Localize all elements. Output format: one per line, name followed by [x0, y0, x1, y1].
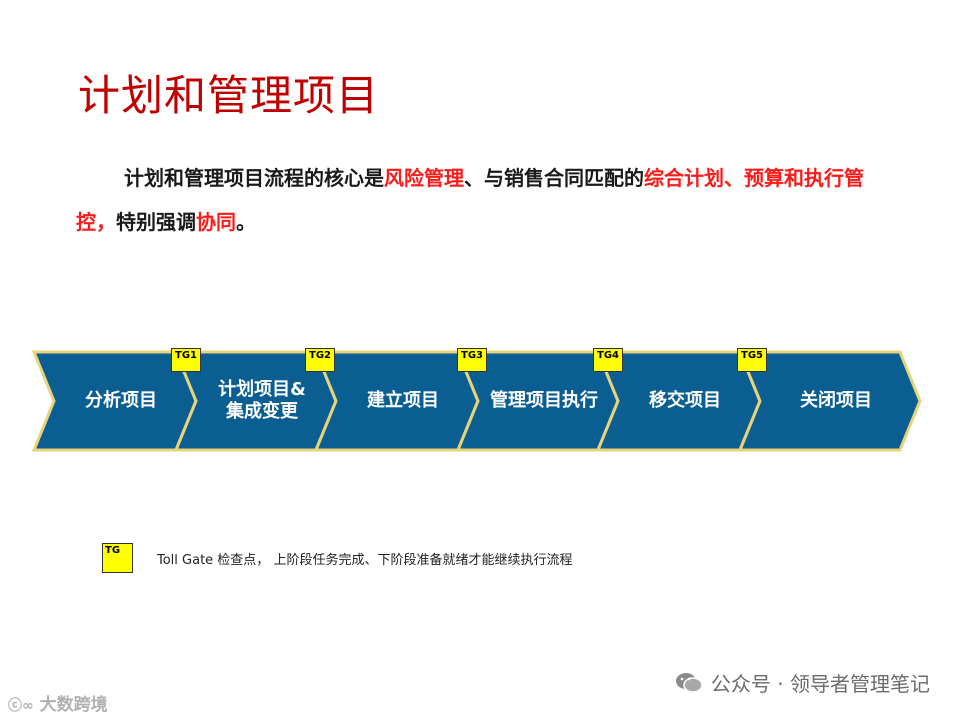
page-title: 计划和管理项目 — [78, 71, 380, 120]
legend-gate-box: TG — [102, 543, 133, 573]
highlight-collaboration: 协同 — [196, 210, 236, 234]
stage-label-6: 关闭项目 — [800, 390, 872, 411]
toll-gate-5: TG5 — [737, 348, 767, 372]
wechat-watermark: 公众号 · 领导者管理笔记 — [675, 668, 930, 697]
stage-label-5: 移交项目 — [649, 390, 721, 411]
highlight-risk-management: 风险管理 — [384, 166, 464, 190]
toll-gate-1: TG1 — [171, 348, 201, 372]
stage-chevron-6 — [737, 350, 922, 452]
toll-gate-2: TG2 — [305, 348, 335, 372]
stage-label-1: 分析项目 — [85, 390, 157, 411]
corner-watermark-text: 大数跨境 — [39, 695, 108, 715]
intro-paragraph: 计划和管理项目流程的核心是风险管理、与销售合同匹配的综合计划、预算和执行管控，特… — [76, 156, 896, 244]
corner-watermark: ⓒ∞ 大数跨境 — [8, 690, 108, 715]
highlight-integrated-plan: 综合计划、预算和执行管控， — [76, 166, 864, 234]
intro-text-2: 、与销售合同匹配的 — [464, 166, 644, 190]
intro-text-4: 。 — [236, 210, 256, 234]
stage-label-3: 建立项目 — [367, 390, 439, 411]
intro-text-1: 计划和管理项目流程的核心是 — [124, 166, 384, 190]
stage-label-4: 管理项目执行 — [490, 390, 598, 411]
intro-text-3: 特别强调 — [116, 210, 196, 234]
wechat-icon — [675, 672, 703, 693]
toll-gate-3: TG3 — [457, 348, 487, 372]
stage-label-2: 计划项目&集成变更 — [218, 379, 306, 422]
watermark-logo-icon: ⓒ∞ — [8, 698, 34, 714]
toll-gate-4: TG4 — [593, 348, 623, 372]
legend-text: Toll Gate 检查点， 上阶段任务完成、下阶段准备就绪才能继续执行流程 — [157, 553, 573, 568]
wechat-watermark-text: 公众号 · 领导者管理笔记 — [710, 672, 930, 696]
